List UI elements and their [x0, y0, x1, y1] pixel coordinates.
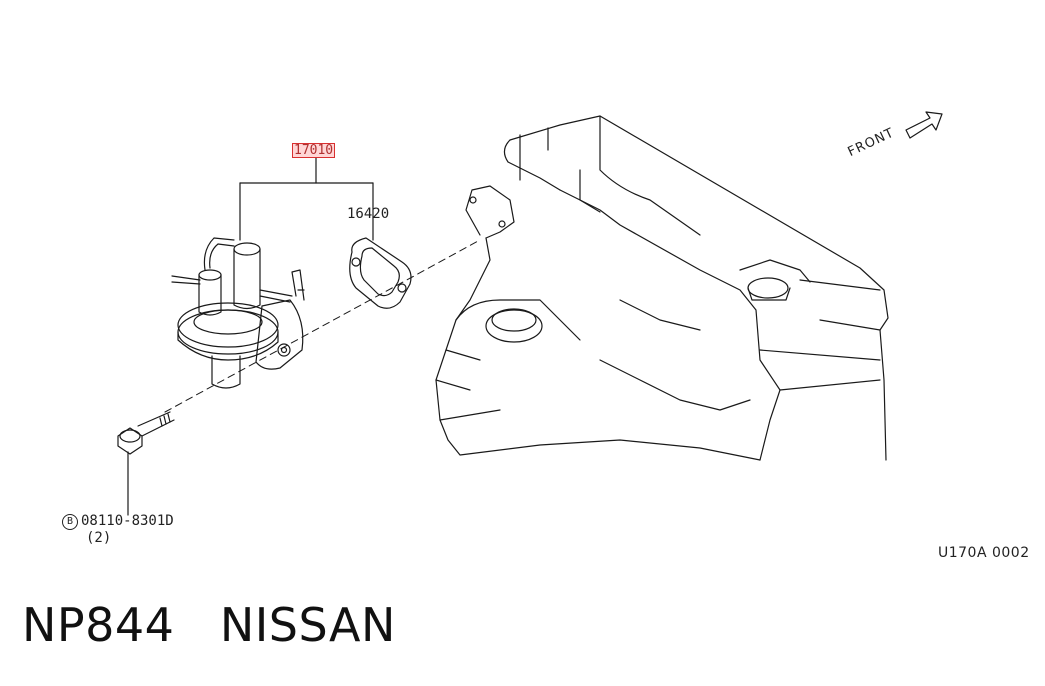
bolt-circle-label: B — [62, 514, 78, 530]
caption: NP844 NISSAN — [22, 598, 396, 652]
figure-code: U170A 0002 — [938, 545, 1030, 561]
leader-17010 — [239, 157, 374, 241]
caption-brand: NISSAN — [219, 598, 396, 652]
bolt-quantity: (2) — [86, 530, 112, 546]
engine-block — [435, 115, 889, 461]
front-arrow-icon — [905, 111, 943, 139]
assembly-axis — [164, 239, 481, 413]
bolt — [117, 411, 175, 516]
fuel-pump — [171, 237, 305, 389]
part-label-fuel-pump[interactable]: 17010 — [292, 143, 336, 158]
gasket — [349, 237, 412, 309]
bolt-part-number: 08110-8301D — [81, 513, 174, 529]
part-label-gasket[interactable]: 16420 — [347, 206, 390, 222]
caption-model: NP844 — [22, 598, 175, 652]
